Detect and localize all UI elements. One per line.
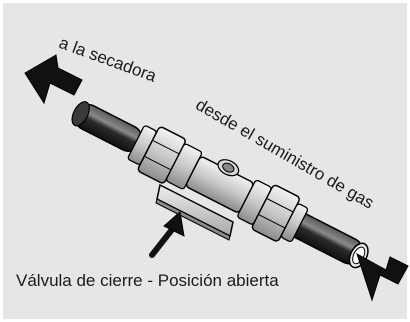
inlet-arrow-icon: [356, 252, 409, 302]
gas-line: [71, 101, 369, 269]
pointer-arrow-icon: [149, 211, 185, 258]
flare-nut-right: [237, 179, 309, 243]
flare-nut-left: [127, 125, 203, 190]
outlet-arrow-icon: [24, 54, 83, 105]
valve-caption: Válvula de cierre - Posición abierta: [16, 271, 279, 290]
valve-handle: [155, 183, 234, 241]
